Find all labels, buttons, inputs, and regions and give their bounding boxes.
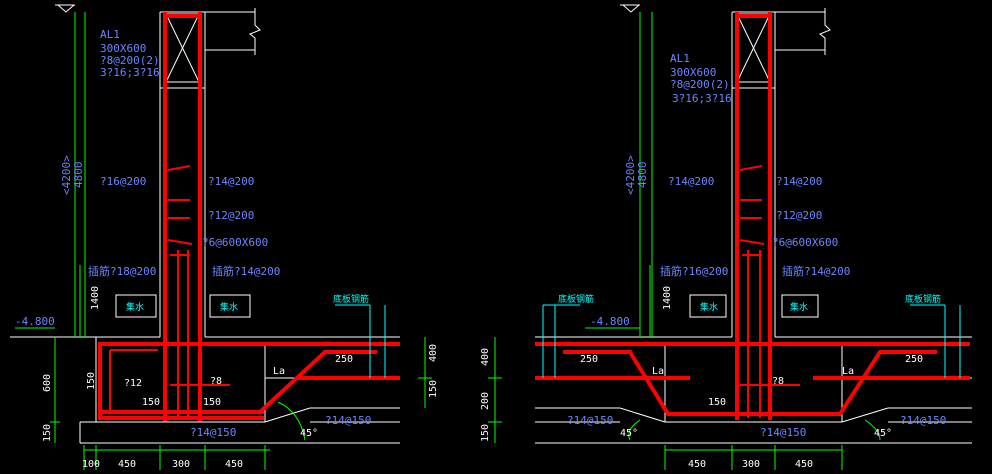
- right-dim-150: 150: [480, 424, 491, 442]
- right-dim-400: 400: [480, 348, 491, 366]
- right-bar-mid: ?12@200: [776, 209, 822, 222]
- right-pit-label-a: 集水: [700, 301, 718, 313]
- left-base-rebar: [98, 342, 400, 420]
- left-beam-stirrup: ?8@200(2): [100, 54, 160, 67]
- left-dim-150r: 150: [428, 380, 439, 398]
- left-pit-bar: ?12: [124, 378, 142, 389]
- left-annotations: AL1 300X600 ?8@200(2) 3?16;3?16 <4200> 4…: [15, 28, 439, 470]
- right-bar-right-low: 插筋?14@200: [782, 264, 850, 278]
- left-wall-outline: [159, 12, 206, 337]
- right-section: [488, 4, 972, 470]
- right-dimensions: [488, 12, 961, 470]
- left-dimensions: [15, 12, 432, 470]
- right-height-inner: 4800: [636, 162, 649, 189]
- right-dim-200: 200: [480, 392, 491, 410]
- right-bottom-dim-1: 300: [742, 459, 760, 470]
- right-height-outer: <4200>: [624, 155, 637, 195]
- right-top-outline: [620, 4, 831, 55]
- right-beam-size: 300X600: [670, 66, 716, 79]
- right-base-rebar: [535, 342, 970, 416]
- left-bottom-dim-0: 100: [82, 459, 100, 470]
- right-bottom-bar-r: ?14@150: [900, 414, 946, 427]
- right-label-150: 150: [708, 397, 726, 408]
- left-bottom-dim-1: 450: [118, 459, 136, 470]
- right-beam-name: AL1: [670, 52, 690, 65]
- right-la-right: La: [842, 366, 854, 377]
- right-beam-side-r: 底板钢筋: [905, 293, 941, 305]
- left-bottom-dim-3: 450: [225, 459, 243, 470]
- right-dim-1400: 1400: [662, 286, 673, 310]
- right-bar-tie: ?6@600X600: [772, 236, 838, 249]
- right-bottom-dim-0: 450: [688, 459, 706, 470]
- left-bar-tie: ?6@600X600: [202, 236, 268, 249]
- left-bottom-bar-r: ?14@150: [325, 414, 371, 427]
- left-angle: 45°: [300, 428, 318, 439]
- right-level: -4.800: [590, 315, 630, 328]
- right-la-left: La: [652, 366, 664, 377]
- left-wall-rebar: [163, 12, 202, 422]
- left-top-outline: [55, 4, 261, 55]
- left-section: [10, 4, 432, 470]
- left-bar-left-wall: ?16@200: [100, 175, 146, 188]
- left-dim-1400: 1400: [90, 286, 101, 310]
- right-bar-left-low: 插筋?16@200: [660, 264, 728, 278]
- left-bar-right-low: 插筋?14@200: [212, 264, 280, 278]
- left-beam-name: AL1: [100, 28, 120, 41]
- left-bottom-dim-2: 300: [172, 459, 190, 470]
- right-angle-l: 45°: [620, 428, 638, 439]
- right-bar-right-wall: ?14@200: [776, 175, 822, 188]
- right-annotations: AL1 300X600 ?8@200(2) 3?16;3?16 <4200> 4…: [480, 52, 946, 470]
- left-bar-mid: ?12@200: [208, 209, 254, 222]
- left-level: -4.800: [15, 315, 55, 328]
- left-dim-250: 250: [335, 354, 353, 365]
- right-pit-boxes: [689, 294, 819, 318]
- left-beam-side: 底板钢筋: [333, 293, 369, 305]
- right-beam-stirrup: ?8@200(2): [670, 78, 730, 91]
- right-bottom-bar-l: ?14@150: [567, 414, 613, 427]
- left-label-150b: 150: [203, 397, 221, 408]
- right-pit-label-b: 集水: [790, 301, 808, 313]
- right-dim-250b: 250: [905, 354, 923, 365]
- left-beam-bars: 3?16;3?16: [100, 66, 160, 79]
- left-height-inner: 4800: [72, 162, 85, 189]
- left-dim-400: 400: [428, 344, 439, 362]
- left-label-150a: 150: [142, 397, 160, 408]
- left-bar-right-wall: ?14@200: [208, 175, 254, 188]
- right-bottom-dim-2: 450: [795, 459, 813, 470]
- right-wall-rebar: [735, 12, 772, 420]
- left-la: La: [273, 366, 285, 377]
- left-bottom-bar-c: ?14@150: [190, 426, 236, 439]
- left-beam-size: 300X600: [100, 42, 146, 55]
- right-beam-side-l: 底板钢筋: [558, 293, 594, 305]
- right-angle-r: 45°: [874, 428, 892, 439]
- left-height-outer: <4200>: [60, 155, 73, 195]
- right-bottom-bar-c: ?14@150: [760, 426, 806, 439]
- right-bar-left-wall: ?14@200: [668, 175, 714, 188]
- right-wall-bar: ?8: [772, 376, 784, 387]
- left-bar-left-low: 插筋?18@200: [88, 264, 156, 278]
- left-wall-bar: ?8: [210, 376, 222, 387]
- left-pit-label-a: 集水: [126, 301, 144, 313]
- left-base-150: 150: [42, 424, 53, 442]
- left-pit-boxes: [115, 294, 251, 318]
- left-pit-150: 150: [86, 372, 97, 390]
- right-beam-bars: 3?16;3?16: [672, 92, 732, 105]
- right-dim-250a: 250: [580, 354, 598, 365]
- left-pit-label-b: 集水: [220, 301, 238, 313]
- left-base-600: 600: [42, 374, 53, 392]
